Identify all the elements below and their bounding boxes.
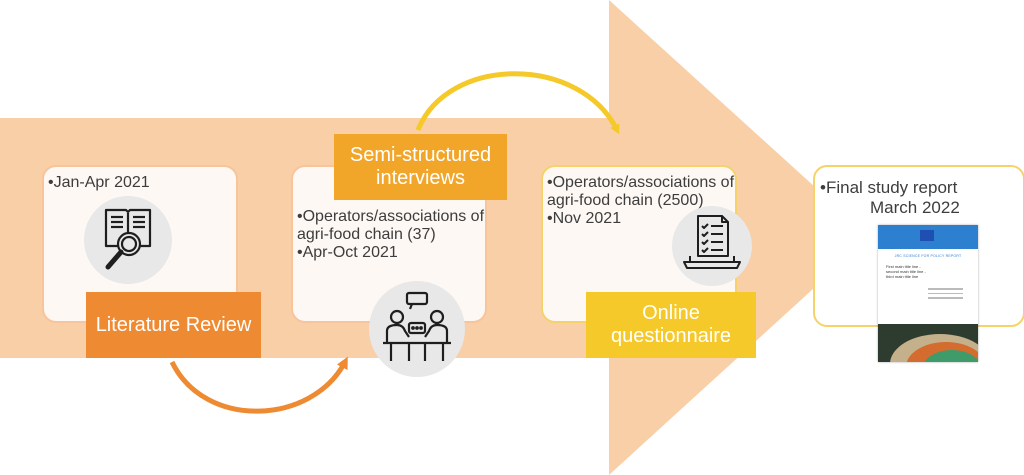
phase-details-interviews: •Operators/associations of agri-food cha… <box>297 208 485 262</box>
detail-report-title: •Final study report <box>820 178 960 198</box>
step-label-questionnaire-text: Online questionnaire <box>586 302 756 348</box>
report-thumb-title: First main title line - second main titl… <box>886 264 930 279</box>
orange-curve-arrow <box>172 362 345 411</box>
phase-details-literature: •Jan-Apr 2021 <box>48 174 150 192</box>
step-label-questionnaire: Online questionnaire <box>586 292 756 358</box>
step-label-literature-text: Literature Review <box>96 314 252 337</box>
detail-operators: •Operators/associations of agri-food cha… <box>297 208 485 244</box>
detail-date: •Jan-Apr 2021 <box>48 174 150 192</box>
meeting-people-icon <box>369 281 465 377</box>
eu-flag-icon <box>920 230 934 241</box>
detail-date: •Apr-Oct 2021 <box>297 244 485 262</box>
report-thumbnail: JRC SCIENCE FOR POLICY REPORT First main… <box>878 225 978 362</box>
interviews-icon-circle <box>369 281 465 377</box>
phase-details-final-report: •Final study report March 2022 <box>820 178 960 218</box>
report-thumb-image <box>878 324 978 362</box>
checklist-laptop-icon <box>672 206 752 286</box>
literature-icon-circle <box>84 196 172 284</box>
step-label-interviews-text: Semi-structured interviews <box>334 144 507 190</box>
step-label-interviews: Semi-structured interviews <box>334 134 507 200</box>
report-thumb-banner <box>878 225 978 249</box>
report-thumb-header: JRC SCIENCE FOR POLICY REPORT <box>878 254 978 258</box>
detail-date: March 2022 <box>820 198 960 218</box>
magnifier-book-icon <box>84 196 172 284</box>
step-label-literature: Literature Review <box>86 292 261 358</box>
questionnaire-icon-circle <box>672 206 752 286</box>
report-thumb-lines <box>928 285 963 302</box>
detail-operators: •Operators/associations of agri-food cha… <box>547 174 735 210</box>
